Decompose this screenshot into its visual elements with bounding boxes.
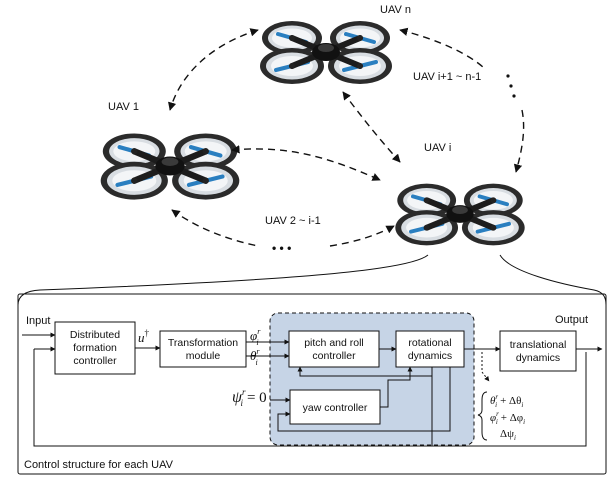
- signal-lines: [22, 332, 603, 447]
- translational-dynamics-block: [499, 330, 577, 372]
- control-structure-frame: [17, 293, 607, 475]
- transformation-label-2: module: [186, 350, 221, 362]
- disturbance-arrow: [481, 352, 490, 382]
- rotational-label-1: rotational: [408, 337, 451, 349]
- uav-n-drone-icon: [260, 21, 392, 84]
- uav-range-lower-label: UAV 2 ~ i-1: [265, 215, 321, 227]
- transformation-label-1: Transformation: [168, 337, 238, 349]
- distributed-label-1: Distributed: [70, 329, 120, 341]
- disturbance-psi: Δψi: [500, 428, 516, 442]
- translational-label-2: dynamics: [516, 352, 560, 364]
- distributed-label-2: formation: [73, 342, 117, 354]
- uav-1-label: UAV 1: [108, 101, 139, 113]
- translational-label-1: translational: [510, 339, 567, 351]
- uav-n-label: UAV n: [380, 4, 411, 16]
- output-label: Output: [555, 314, 588, 326]
- pitch-roll-label-2: controller: [312, 350, 356, 362]
- rotational-label-2: dynamics: [408, 350, 452, 362]
- lower-ellipsis: • • •: [272, 241, 291, 255]
- control-structure-caption: Control structure for each UAV: [24, 459, 174, 471]
- input-label: Input: [26, 315, 50, 327]
- communication-links: [168, 27, 525, 247]
- transformation-module-block: [159, 330, 247, 368]
- uav-range-upper-label: UAV i+1 ~ n-1: [413, 71, 481, 83]
- uav-i-drone-icon: [395, 184, 524, 246]
- u-signal: u†: [138, 328, 150, 345]
- uav-i-label: UAV i: [424, 142, 451, 154]
- disturbance-brace: [477, 391, 488, 441]
- pitch-roll-label-1: pitch and roll: [304, 337, 364, 349]
- yaw-label: yaw controller: [303, 402, 368, 414]
- zoom-bracket: [17, 254, 607, 306]
- uav-1-drone-icon: [101, 133, 240, 199]
- distributed-label-3: controller: [73, 355, 117, 367]
- upper-ellipsis: [506, 74, 516, 98]
